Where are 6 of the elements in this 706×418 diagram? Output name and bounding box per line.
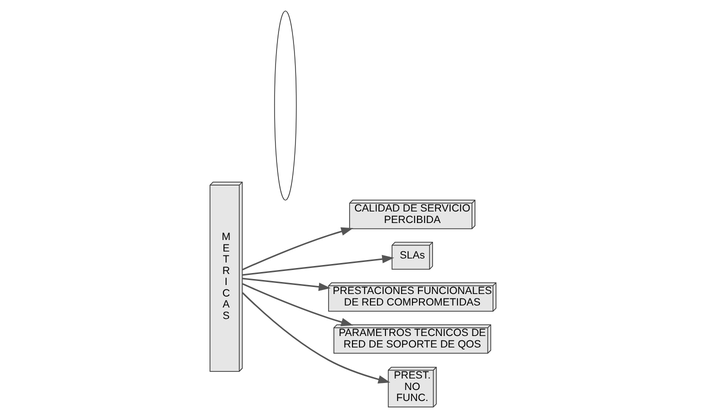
arrow — [242, 227, 354, 270]
arrow — [242, 283, 354, 326]
arrow — [242, 254, 394, 276]
arrow — [242, 292, 390, 384]
node-ellipse — [274, 10, 297, 201]
arrow — [242, 278, 331, 292]
